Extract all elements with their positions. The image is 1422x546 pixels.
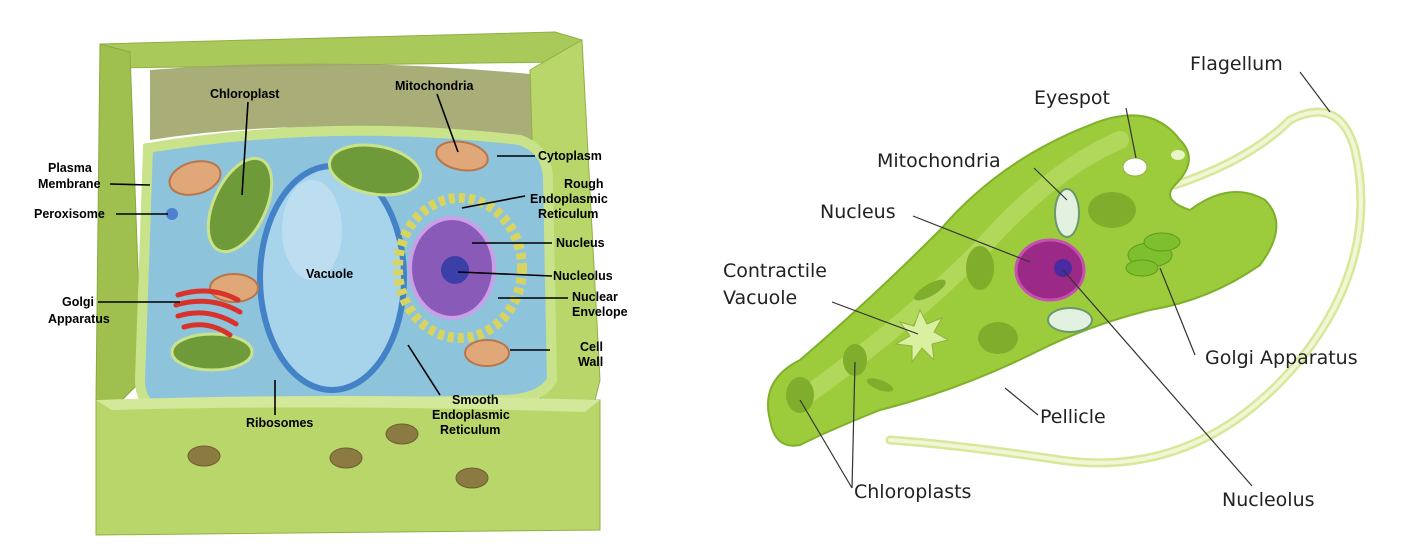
euglena-eyespot — [1122, 157, 1148, 177]
front-wall-top-edge — [96, 396, 600, 412]
label-smooth-er-line1: Smooth — [452, 393, 499, 407]
euglena-mitochondrion-1 — [1054, 188, 1080, 238]
mitochondrion-1 — [168, 160, 222, 196]
plant-cell-leader-lines — [98, 93, 568, 415]
label-mitochondria-euglena: Mitochondria — [877, 150, 1001, 172]
label-plasma-membrane-line2: Membrane — [38, 177, 101, 191]
label-ribosomes: Ribosomes — [246, 416, 313, 430]
euglena-leader-lines — [799, 71, 1331, 489]
euglena-nucleus — [1014, 238, 1086, 302]
label-nuclear-envelope-line1: Nuclear — [572, 290, 618, 304]
plant-cell-left-wall — [95, 43, 143, 411]
peroxisome — [166, 208, 178, 220]
label-chloroplasts: Chloroplasts — [854, 481, 971, 503]
euglena-illustration — [767, 107, 1366, 468]
label-rough-er-line3: Reticulum — [538, 207, 598, 221]
label-pellicle: Pellicle — [1040, 406, 1106, 428]
euglena-golgi — [1125, 232, 1181, 277]
vacuole-highlight — [282, 180, 342, 280]
plasmodesmata — [187, 423, 489, 489]
chloroplast-3 — [170, 332, 254, 372]
label-rough-er-line2: Endoplasmic — [530, 192, 608, 206]
label-nucleolus-euglena: Nucleolus — [1222, 489, 1315, 511]
label-plasma-membrane-line1: Plasma — [48, 161, 93, 175]
label-flagellum: Flagellum — [1190, 53, 1283, 75]
euglena-eyespot-small — [1171, 150, 1185, 160]
mitochondrion-2 — [435, 140, 489, 172]
label-cytoplasm: Cytoplasm — [538, 149, 602, 163]
euglena-flagellum-core — [888, 110, 1363, 465]
label-eyespot: Eyespot — [1034, 87, 1110, 109]
chloroplast-2 — [328, 143, 422, 197]
label-nucleus: Nucleus — [556, 236, 605, 250]
label-golgi-line1: Golgi — [62, 295, 94, 309]
label-nucleolus: Nucleolus — [553, 269, 613, 283]
label-nucleus-euglena: Nucleus — [820, 201, 896, 223]
label-vacuole: Vacuole — [306, 267, 353, 281]
label-cell-wall-line2: Wall — [578, 355, 603, 369]
euglena-chloroplasts — [786, 192, 1136, 413]
label-contractile-vacuole-line1: Contractile — [723, 260, 827, 282]
label-cell-wall-line1: Cell — [580, 340, 603, 354]
label-golgi-line2: Apparatus — [48, 312, 110, 326]
label-contractile-vacuole-line2: Vacuole — [723, 287, 797, 309]
golgi-apparatus — [173, 288, 243, 338]
label-mitochondria: Mitochondria — [395, 79, 475, 93]
label-nuclear-envelope-line2: Envelope — [572, 305, 628, 319]
plant-cell-illustration — [95, 31, 601, 536]
chloroplast-1 — [206, 156, 274, 254]
label-peroxisome: Peroxisome — [34, 207, 105, 221]
euglena-mitochondrion-2 — [1047, 307, 1093, 333]
plant-nucleolus — [441, 256, 469, 284]
euglena-nucleolus — [1054, 259, 1072, 277]
euglena-contractile-vacuole — [894, 308, 950, 364]
plant-cell-labels: Chloroplast Mitochondria Plasma Membrane… — [34, 79, 628, 437]
label-rough-er-line1: Rough — [564, 177, 604, 191]
rough-er — [393, 193, 527, 343]
label-golgi-euglena: Golgi Apparatus — [1205, 347, 1358, 369]
mitochondrion-4 — [464, 339, 510, 367]
label-chloroplast: Chloroplast — [210, 87, 280, 101]
euglena-labels: Flagellum Eyespot Mitochondria Nucleus C… — [723, 53, 1358, 511]
label-smooth-er-line2: Endoplasmic — [432, 408, 510, 422]
label-smooth-er-line3: Reticulum — [440, 423, 500, 437]
